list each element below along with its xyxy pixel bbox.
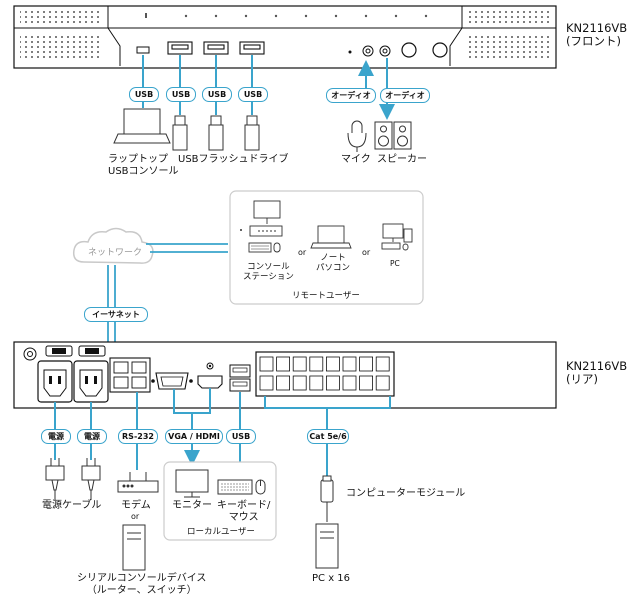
or-label: or	[362, 248, 371, 257]
rj45-port	[325, 356, 340, 372]
usb-port-label: USB	[129, 87, 159, 102]
speaker-icon	[374, 121, 412, 150]
or-label: or	[131, 512, 140, 521]
modem-label: モデム	[121, 500, 151, 511]
power-cable-label: 電源ケーブル	[42, 500, 102, 511]
notebook-label: ノートパソコン	[316, 253, 351, 273]
computer-module-icon	[315, 475, 339, 569]
microphone-icon	[347, 120, 367, 152]
laptop-icon	[113, 108, 171, 144]
audio-port-label: オーディオ	[326, 88, 376, 103]
microphone-label: マイク	[341, 154, 371, 165]
power-port-label: 電源	[77, 429, 107, 444]
rj45-port	[292, 375, 307, 391]
monitor-label: モニター	[172, 500, 212, 511]
network-label: ネットワーク	[88, 248, 143, 258]
rj45-port	[259, 375, 274, 391]
usb-port-label: USB	[226, 429, 256, 444]
rj45-port	[342, 356, 357, 372]
rj45-port	[325, 375, 340, 391]
rs232-port-label: RS-232	[118, 429, 158, 444]
notebook-icon	[310, 225, 352, 249]
rj45-port	[342, 375, 357, 391]
usb-flash-icon	[172, 115, 260, 151]
console-station-label: コンソールステーション	[243, 262, 294, 282]
rj45-port	[259, 356, 274, 372]
audio-port-label: オーディオ	[380, 88, 430, 103]
computer-module-label: コンピューターモジュール	[346, 488, 466, 499]
power-plug-icon	[45, 458, 101, 500]
rj45-port	[359, 375, 374, 391]
rj45-port	[276, 375, 291, 391]
usb-port-label: USB	[202, 87, 232, 102]
rj45-port	[276, 356, 291, 372]
cat-port-label: Cat 5e/6	[307, 429, 349, 444]
rj45-port	[375, 356, 390, 372]
usb-port-label: USB	[238, 87, 268, 102]
usb-port-label: USB	[166, 87, 196, 102]
console-station-icon	[248, 200, 283, 253]
front-device-label: KN2116VB(フロント)	[566, 21, 628, 49]
ethernet-label: イーサネット	[84, 307, 148, 322]
keyboard-mouse-label: キーボード/マウス	[217, 500, 271, 523]
rj45-port	[309, 375, 324, 391]
modem-icon	[117, 472, 159, 493]
or-label: or	[298, 248, 307, 257]
video-port-label: VGA / HDMI	[165, 429, 223, 444]
usb-flash-label: USBフラッシュドライブ	[178, 154, 289, 165]
serial-device-label: シリアルコンソールデバイス（ルーター、スイッチ）	[77, 573, 207, 596]
rj45-port	[359, 356, 374, 372]
speaker-label: スピーカー	[377, 154, 427, 165]
pc-label: PC	[390, 259, 400, 268]
local-users-title: ローカルユーザー	[187, 527, 255, 537]
pc-icon	[381, 223, 413, 251]
keyboard-mouse-icon	[217, 479, 266, 495]
pc-count-label: PC x 16	[312, 573, 351, 584]
monitor-icon	[175, 469, 209, 498]
rj45-port	[309, 356, 324, 372]
rear-unit	[13, 341, 557, 409]
network-cloud-icon	[72, 227, 154, 264]
remote-users-title: リモートユーザー	[292, 291, 360, 301]
power-port-label: 電源	[41, 429, 71, 444]
rj45-port	[292, 356, 307, 372]
rj45-port	[375, 375, 390, 391]
serial-device-tower-icon	[122, 524, 146, 571]
rear-device-label: KN2116VB(リア)	[566, 359, 628, 387]
front-unit	[13, 5, 557, 69]
